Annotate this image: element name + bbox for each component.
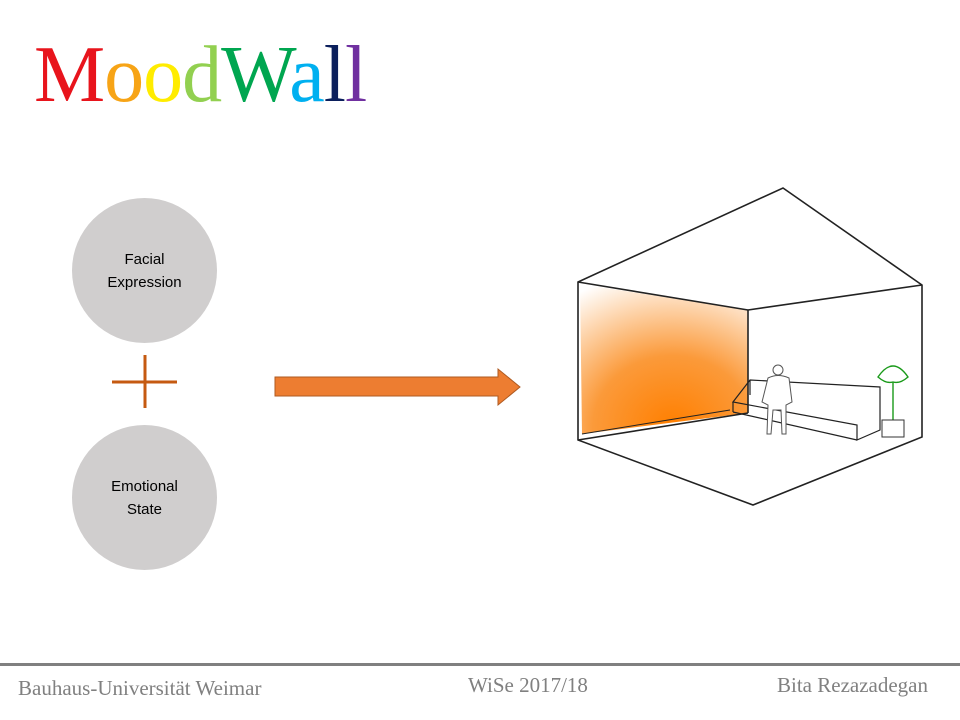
title-letter: d — [182, 31, 222, 119]
title-letter: a — [289, 31, 325, 119]
plant-icon — [877, 365, 909, 438]
footer-author: Bita Rezazadegan — [777, 673, 928, 697]
facial-expression-circle: Facial Expression — [72, 198, 217, 343]
title-letter: o — [143, 31, 183, 119]
emotional-state-circle: Emotional State — [72, 425, 217, 570]
arrow-right-icon — [274, 367, 521, 407]
circle-label: Expression — [107, 273, 182, 291]
orange-wall — [580, 284, 748, 434]
person-icon — [761, 364, 793, 435]
plus-icon — [112, 355, 177, 408]
footer-semester: WiSe 2017/18 — [468, 673, 588, 697]
footer-institution: Bauhaus-Universität Weimar — [18, 676, 262, 700]
title-letter: l — [345, 31, 367, 119]
circle-label: State — [126, 500, 162, 518]
slide-title: MoodWall — [34, 30, 367, 120]
footer-divider — [0, 663, 960, 666]
title-letter: M — [34, 31, 105, 119]
title-letter: l — [323, 31, 346, 119]
circle-label: Emotional — [111, 477, 178, 495]
title-letter: o — [104, 31, 144, 119]
circle-label: Facial — [124, 250, 165, 268]
title-letter: W — [221, 31, 290, 119]
bench — [731, 379, 881, 441]
room-illustration — [577, 187, 923, 506]
